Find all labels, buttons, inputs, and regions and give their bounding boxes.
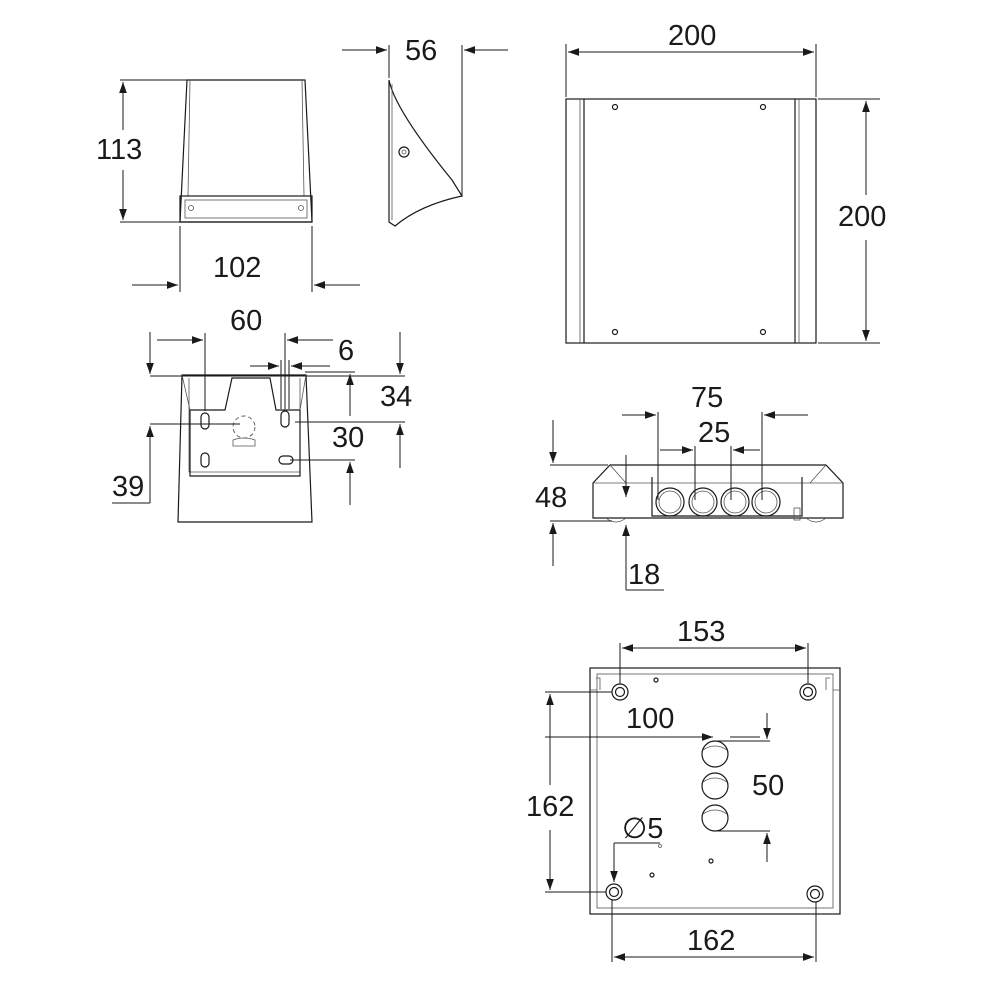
dim-bracket-spacing: 60 <box>230 305 262 337</box>
bracket-view: 60 6 34 30 39 <box>112 305 412 523</box>
dim-top-width: 200 <box>668 20 716 52</box>
front-view: 113 102 <box>96 79 360 292</box>
dim-bracket-slot: 6 <box>338 335 354 367</box>
dim-knockout-span: 75 <box>691 382 723 414</box>
dim-bracket-34: 34 <box>380 381 412 413</box>
dim-bracket-30: 30 <box>332 422 364 454</box>
top-view: 200 200 <box>565 20 886 344</box>
dim-hole-diameter: ∅5 <box>622 813 663 845</box>
base-view: 153 100 50 162 ∅5 162 <box>526 616 841 962</box>
dim-base-hole-x: 153 <box>677 616 725 648</box>
dim-front-width: 102 <box>213 252 261 284</box>
dim-base-hole-y: 162 <box>526 791 574 823</box>
dim-bracket-39: 39 <box>112 471 144 503</box>
side-view: 56 <box>342 35 508 227</box>
dim-base-width: 162 <box>687 925 735 957</box>
dim-top-height: 200 <box>838 201 886 233</box>
dim-base-offset: 100 <box>626 703 674 735</box>
dim-knockout-pitch: 25 <box>698 417 730 449</box>
dim-bottom-foot: 18 <box>628 559 660 591</box>
knockout-view: 75 25 48 18 <box>535 382 844 591</box>
dim-base-knockout-span: 50 <box>752 770 784 802</box>
dim-bottom-height: 48 <box>535 482 567 514</box>
dim-front-height: 113 <box>96 134 142 166</box>
dim-side-depth: 56 <box>405 35 437 67</box>
